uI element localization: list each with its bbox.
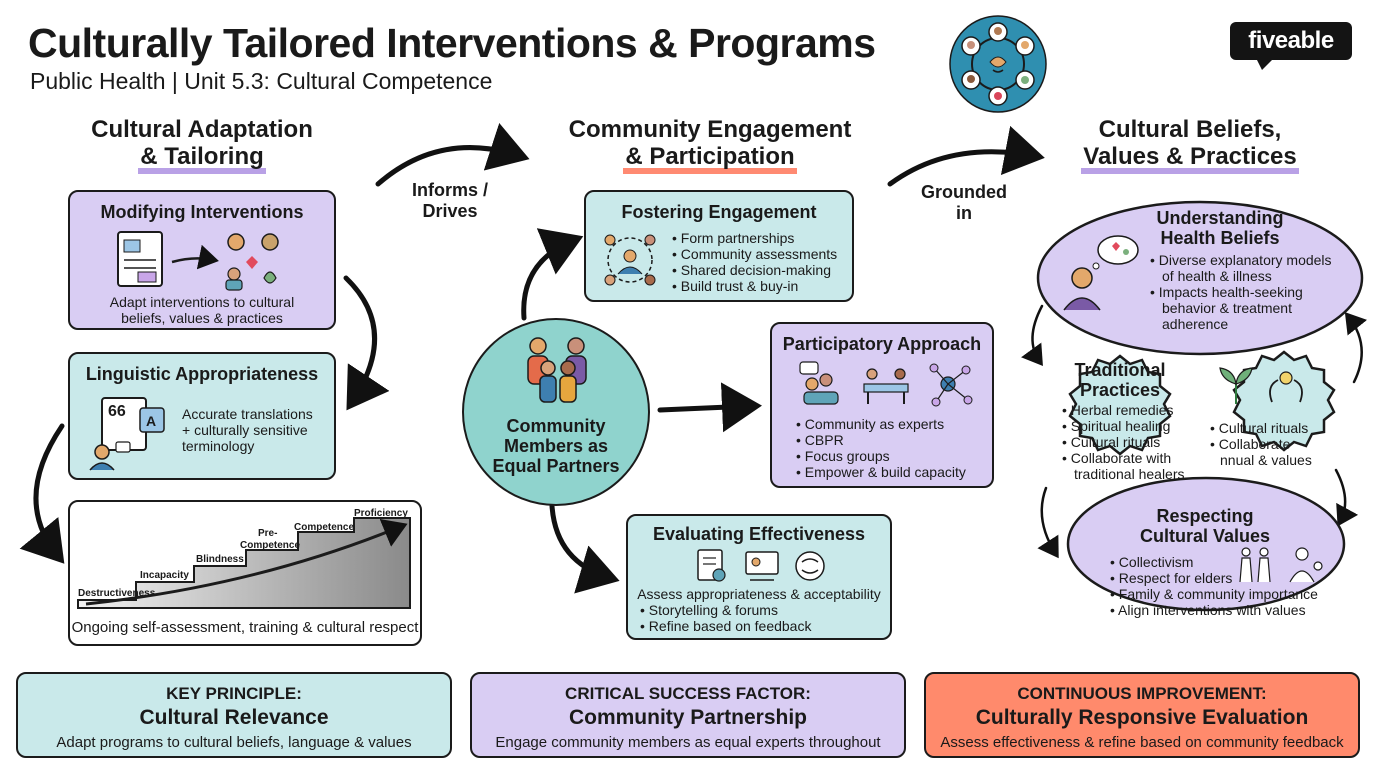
step-pre-competence: Competence bbox=[240, 540, 301, 551]
evaluating-item: Refine based on feedback bbox=[640, 618, 812, 634]
svg-text:66: 66 bbox=[108, 403, 126, 420]
competence-continuum-chart bbox=[77, 517, 411, 609]
respecting-item: • Respect for elders bbox=[1110, 570, 1233, 586]
continuum-caption: Ongoing self-assessment, training & cult… bbox=[71, 619, 419, 636]
translation-icon: 66 A bbox=[89, 397, 165, 471]
continuous-improvement-banner: CONTINUOUS IMPROVEMENT: Culturally Respo… bbox=[924, 672, 1360, 758]
fostering-item: Build trust & buy-in bbox=[672, 278, 837, 294]
participatory-title: Participatory Approach bbox=[782, 334, 982, 354]
svg-text:A: A bbox=[146, 413, 156, 429]
health-beliefs-item: • Impacts health-seeking bbox=[1150, 284, 1303, 300]
participatory-item: Empower & build capacity bbox=[796, 464, 966, 480]
arrow-label-informs: Informs /Drives bbox=[411, 180, 488, 221]
health-beliefs-item: of health & illness bbox=[1162, 268, 1272, 284]
step-blindness: Blindness bbox=[196, 554, 244, 565]
key-principle-sub: Adapt programs to cultural beliefs, lang… bbox=[56, 734, 412, 751]
respecting-values-list: • Collectivism • Respect for elders • Fa… bbox=[1110, 554, 1318, 618]
community-people-icon bbox=[527, 337, 587, 403]
respecting-item: • Family & community importance bbox=[1110, 586, 1318, 602]
fostering-item: Form partnerships bbox=[672, 230, 837, 246]
evaluating-item: Storytelling & forums bbox=[640, 602, 811, 618]
health-beliefs-list: • Diverse explanatory models of health &… bbox=[1150, 252, 1332, 332]
key-principle-banner: KEY PRINCIPLE: Cultural Relevance Adapt … bbox=[16, 672, 452, 758]
step-proficiency: Proficiency bbox=[354, 508, 408, 519]
rituals-item: • Cultural rituals bbox=[1210, 420, 1309, 436]
page-subtitle: Public Health | Unit 5.3: Cultural Compe… bbox=[30, 68, 493, 94]
column-heading-beliefs: Cultural Beliefs, Values & Practices bbox=[1040, 116, 1340, 174]
fostering-list: Form partnerships Community assessments … bbox=[672, 230, 837, 294]
fostering-title: Fostering Engagement bbox=[621, 202, 817, 222]
critical-success-label: CRITICAL SUCCESS FACTOR: bbox=[565, 684, 811, 703]
linguistic-title: Linguistic Appropriateness bbox=[85, 364, 319, 384]
step-competence: Competence bbox=[294, 522, 355, 533]
respecting-item: • Align interventions with values bbox=[1110, 602, 1306, 618]
fostering-engagement-card: Fostering Engagement Form partnerships C… bbox=[584, 190, 854, 302]
page-title: Culturally Tailored Interventions & Prog… bbox=[28, 20, 876, 66]
health-beliefs-item: behavior & treatment bbox=[1162, 300, 1292, 316]
step-destructiveness: Destructiveness bbox=[78, 588, 156, 599]
step-incapacity: Incapacity bbox=[140, 570, 189, 581]
traditional-item: • Herbal remedies bbox=[1062, 402, 1174, 418]
competence-continuum-card: Destructiveness Incapacity Blindness Pre… bbox=[68, 500, 422, 646]
rituals-list: • Cultural rituals • Collaborate nnual &… bbox=[1210, 420, 1312, 468]
health-beliefs-item: adherence bbox=[1162, 316, 1229, 332]
key-principle-label: KEY PRINCIPLE: bbox=[166, 684, 302, 703]
rituals-item: nnual & values bbox=[1220, 452, 1312, 468]
adaptation-icon bbox=[117, 231, 279, 291]
continuous-improvement-main: Culturally Responsive Evaluation bbox=[975, 706, 1309, 729]
continuous-improvement-sub: Assess effectiveness & refine based on c… bbox=[940, 734, 1344, 751]
health-beliefs-item: • Diverse explanatory models bbox=[1150, 252, 1332, 268]
fostering-item: Shared decision-making bbox=[672, 262, 837, 278]
traditional-item: • Cultural rituals bbox=[1062, 434, 1161, 450]
column-heading-engagement: Community Engagement & Participation bbox=[540, 116, 880, 174]
evaluating-lead: Assess appropriateness & acceptability bbox=[637, 586, 881, 602]
plant-hands-icon bbox=[1219, 367, 1303, 404]
evaluating-title: Evaluating Effectiveness bbox=[652, 524, 866, 544]
participatory-approach-card: Participatory Approach Community as expe… bbox=[770, 322, 994, 488]
traditional-item: traditional healers bbox=[1074, 466, 1185, 482]
participatory-item: Focus groups bbox=[796, 448, 966, 464]
logo-tail bbox=[1256, 58, 1274, 70]
respecting-item: • Collectivism bbox=[1110, 554, 1194, 570]
traditional-item: • Collaborate with bbox=[1062, 450, 1172, 466]
evaluating-list: Storytelling & forums Refine based on fe… bbox=[640, 602, 812, 634]
participatory-item: CBPR bbox=[796, 432, 966, 448]
fostering-item: Community assessments bbox=[672, 246, 837, 262]
modifying-interventions-card: Modifying Interventions Adapt interventi… bbox=[68, 190, 336, 330]
linguistic-appropriateness-card: Linguistic Appropriateness 66 A Accurate… bbox=[68, 352, 336, 480]
community-circle-icon bbox=[949, 15, 1047, 113]
linguistic-desc: Accurate translations+ culturally sensit… bbox=[182, 406, 313, 454]
evaluating-effectiveness-card: Evaluating Effectiveness Assess appropri… bbox=[626, 514, 892, 640]
step-pre: Pre- bbox=[258, 528, 278, 539]
column-heading-adaptation: Cultural Adaptation & Tailoring bbox=[52, 116, 352, 174]
critical-success-sub: Engage community members as equal expert… bbox=[495, 734, 881, 751]
family-elders-icon bbox=[1239, 547, 1323, 583]
thinking-person-icon bbox=[1063, 235, 1139, 311]
modifying-interventions-title: Modifying Interventions bbox=[100, 202, 304, 222]
evaluation-icons bbox=[697, 549, 825, 582]
traditional-practices-list: • Herbal remedies • Spiritual healing • … bbox=[1062, 402, 1185, 482]
continuous-improvement-label: CONTINUOUS IMPROVEMENT: bbox=[1017, 684, 1267, 703]
critical-success-banner: CRITICAL SUCCESS FACTOR: Community Partn… bbox=[470, 672, 906, 758]
participatory-item: Community as experts bbox=[796, 416, 966, 432]
traditional-item: • Spiritual healing bbox=[1062, 418, 1171, 434]
key-principle-main: Cultural Relevance bbox=[139, 706, 329, 729]
fiveable-logo[interactable]: fiveable bbox=[1230, 22, 1352, 60]
rituals-item: • Collaborate bbox=[1210, 436, 1291, 452]
critical-success-main: Community Partnership bbox=[568, 706, 808, 729]
participatory-list: Community as experts CBPR Focus groups E… bbox=[796, 416, 966, 480]
participatory-icons bbox=[799, 361, 973, 407]
group-circle-icon bbox=[604, 234, 656, 286]
